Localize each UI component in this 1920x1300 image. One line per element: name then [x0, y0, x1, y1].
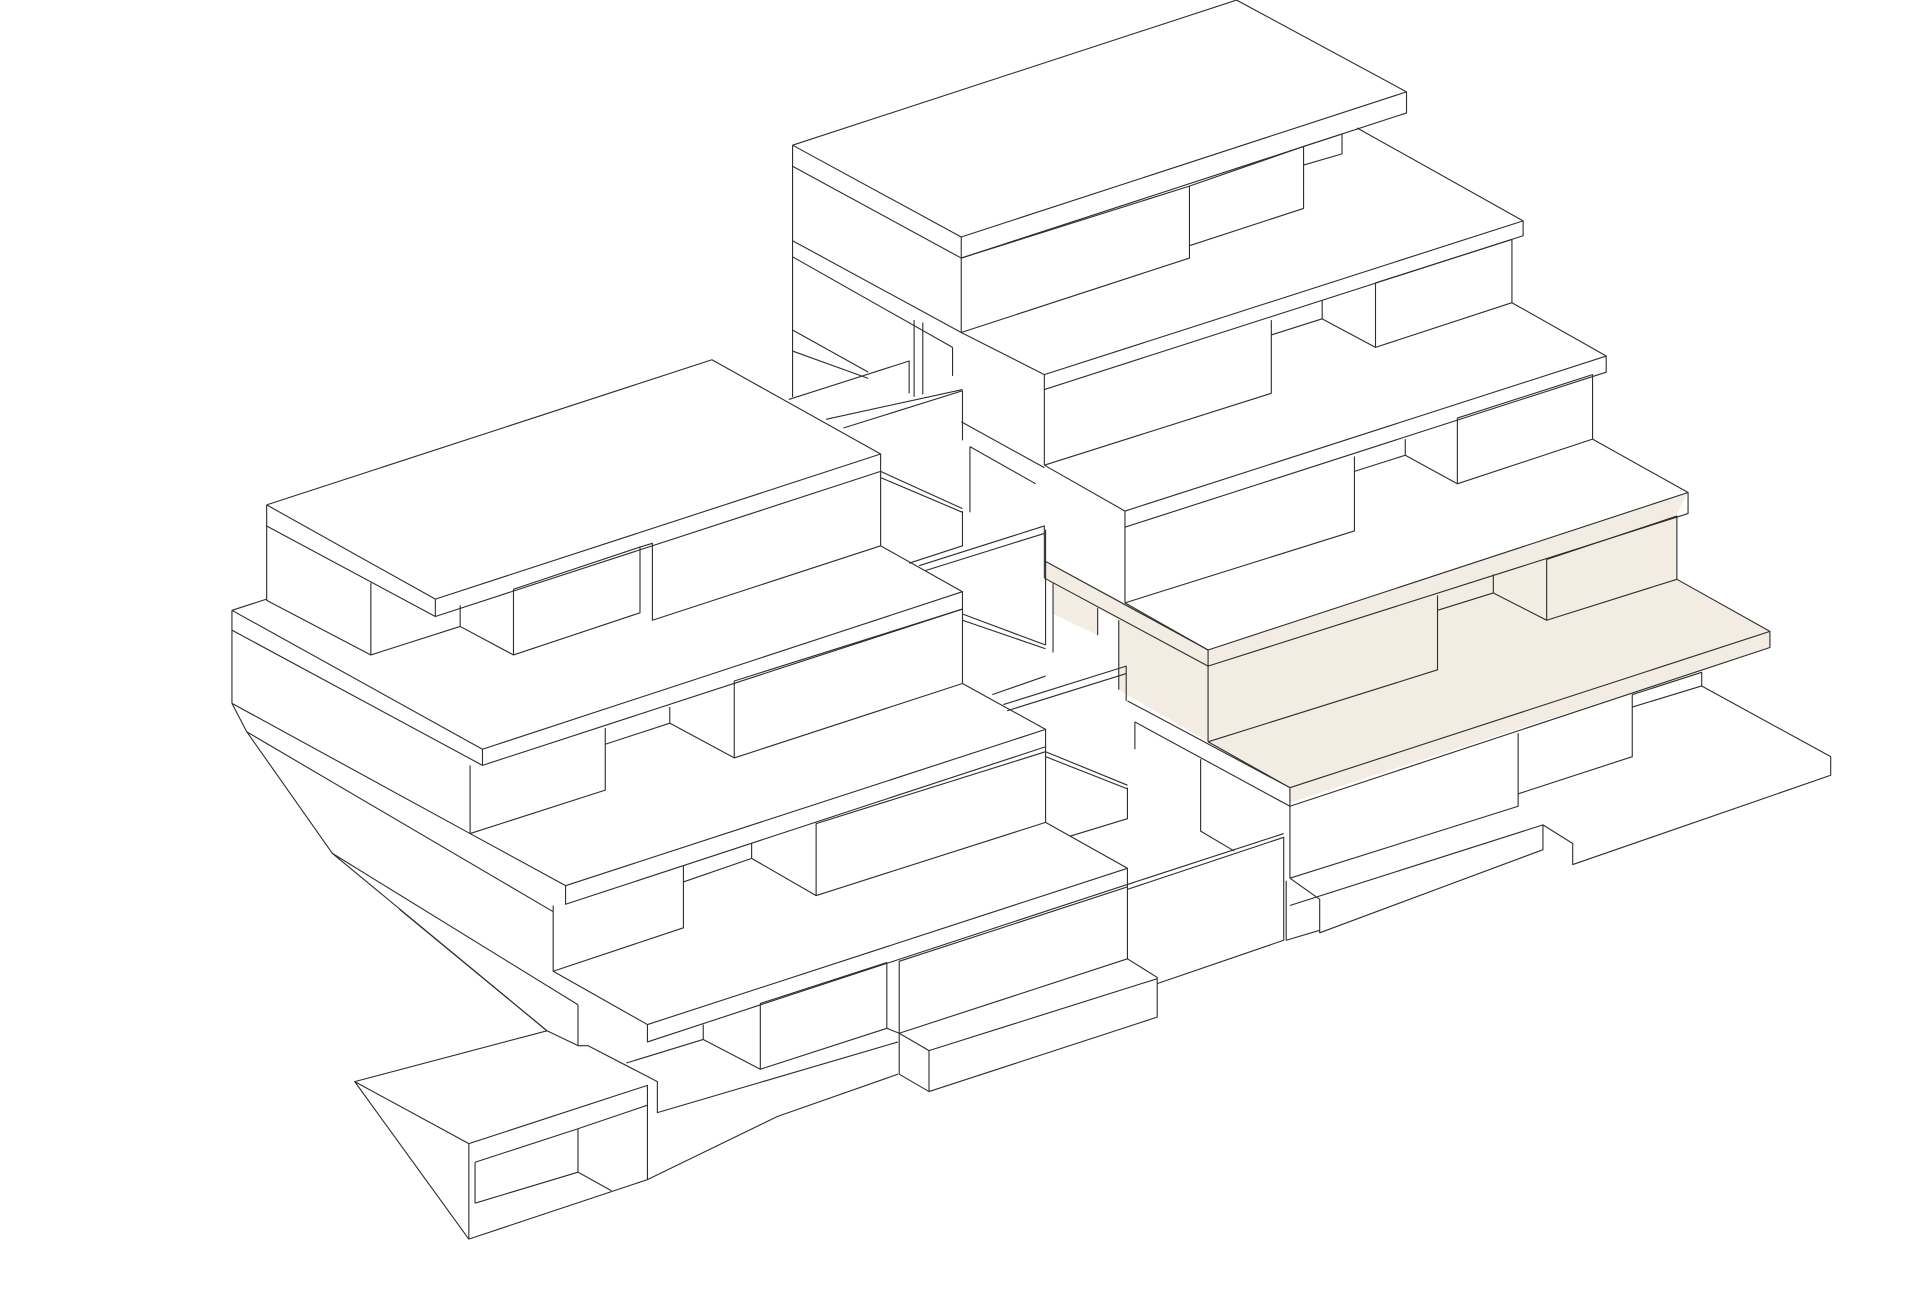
building-edge — [266, 454, 882, 618]
building-edge — [918, 525, 1045, 579]
building-edge — [231, 702, 471, 835]
highlighted-terrace — [1044, 492, 1770, 803]
building-edge — [469, 728, 606, 835]
building-edge — [792, 240, 962, 333]
building-edge — [231, 591, 964, 766]
building-edge — [1632, 685, 1702, 708]
building-edge — [370, 605, 461, 656]
building-edge — [788, 360, 910, 400]
building-edge — [960, 421, 1045, 469]
building-edge — [791, 91, 1408, 259]
building-edge — [1285, 880, 1320, 941]
building-outline — [231, 0, 1832, 1240]
building-edge — [669, 608, 963, 759]
building-edge — [880, 470, 963, 510]
building-edge — [815, 746, 1047, 897]
building-edge — [1124, 438, 1689, 651]
building-edge — [792, 329, 869, 373]
building-edge — [880, 477, 963, 513]
building-edge — [734, 609, 964, 759]
building-edge — [565, 729, 1047, 905]
building-edge — [1044, 560, 1209, 651]
building-edge — [1127, 700, 1291, 789]
building-edge — [1207, 595, 1439, 743]
building-edge — [639, 471, 882, 621]
building-edge — [1070, 787, 1128, 837]
building-edge — [1044, 577, 1209, 667]
building-edge — [1289, 733, 1519, 879]
building-edge — [1189, 145, 1305, 247]
building-edge — [626, 1038, 704, 1064]
building-edge — [1003, 665, 1127, 706]
building-edge — [468, 1073, 899, 1240]
building-edge — [1405, 374, 1594, 485]
building-edge — [399, 908, 548, 1032]
building-edge — [898, 958, 1158, 1093]
building-edge — [961, 185, 1191, 334]
building-edge — [992, 675, 1046, 696]
building-edge — [552, 865, 684, 972]
building-edge — [702, 886, 1128, 1070]
building-edge — [908, 511, 964, 564]
building-edge — [1289, 631, 1771, 807]
building-edge — [577, 1004, 899, 1114]
building-edge — [266, 525, 372, 656]
building-edge — [792, 350, 869, 379]
building-edge — [332, 852, 579, 1006]
building-edge — [1124, 456, 1355, 604]
building-edge — [960, 127, 1524, 376]
building-edge — [1043, 220, 1524, 391]
building-edge — [459, 546, 641, 656]
building-edge — [792, 256, 953, 348]
building-edge — [1044, 320, 1272, 466]
building-edge — [469, 682, 1047, 887]
building-edge — [1289, 824, 1544, 907]
building-edge — [751, 751, 1046, 897]
building-edge — [1207, 578, 1771, 789]
building-edge — [898, 978, 1158, 1052]
building-edge — [925, 532, 1045, 572]
building-edge — [825, 388, 963, 420]
building-edge — [1354, 439, 1406, 472]
building-edge — [1127, 833, 1284, 885]
building-edge — [1271, 300, 1323, 336]
building-edge — [646, 868, 1128, 1043]
building-edge — [1321, 238, 1513, 348]
building-edge — [969, 446, 1036, 485]
building-edge — [354, 1030, 548, 1240]
building-edge — [246, 731, 554, 913]
terrace-fill — [1044, 492, 1770, 803]
building-edge — [1044, 302, 1607, 512]
building-edge — [1045, 751, 1128, 786]
building-edge — [1127, 836, 1285, 985]
building-edge — [1493, 515, 1678, 621]
building-edge — [474, 1104, 648, 1163]
building-edge — [962, 619, 1046, 650]
building-edge — [1124, 356, 1607, 528]
building-edge — [1303, 133, 1343, 166]
building-edge — [1045, 756, 1128, 790]
building-edge — [266, 359, 882, 600]
building-edge — [1207, 492, 1689, 667]
building-edge — [760, 1027, 887, 1070]
building-edge — [605, 707, 671, 745]
building-edge — [231, 703, 579, 1047]
building-edge — [354, 1081, 648, 1180]
building-edge — [231, 545, 964, 750]
building-edge — [1006, 673, 1127, 712]
building-edge — [231, 598, 267, 611]
building-edge — [792, 0, 1408, 238]
building-edge — [1134, 721, 1291, 807]
building-edge — [962, 613, 1046, 646]
building-edge — [1200, 759, 1235, 852]
building-edge — [1289, 671, 1832, 934]
building-edge — [552, 821, 1128, 1026]
building-edge — [843, 390, 963, 429]
